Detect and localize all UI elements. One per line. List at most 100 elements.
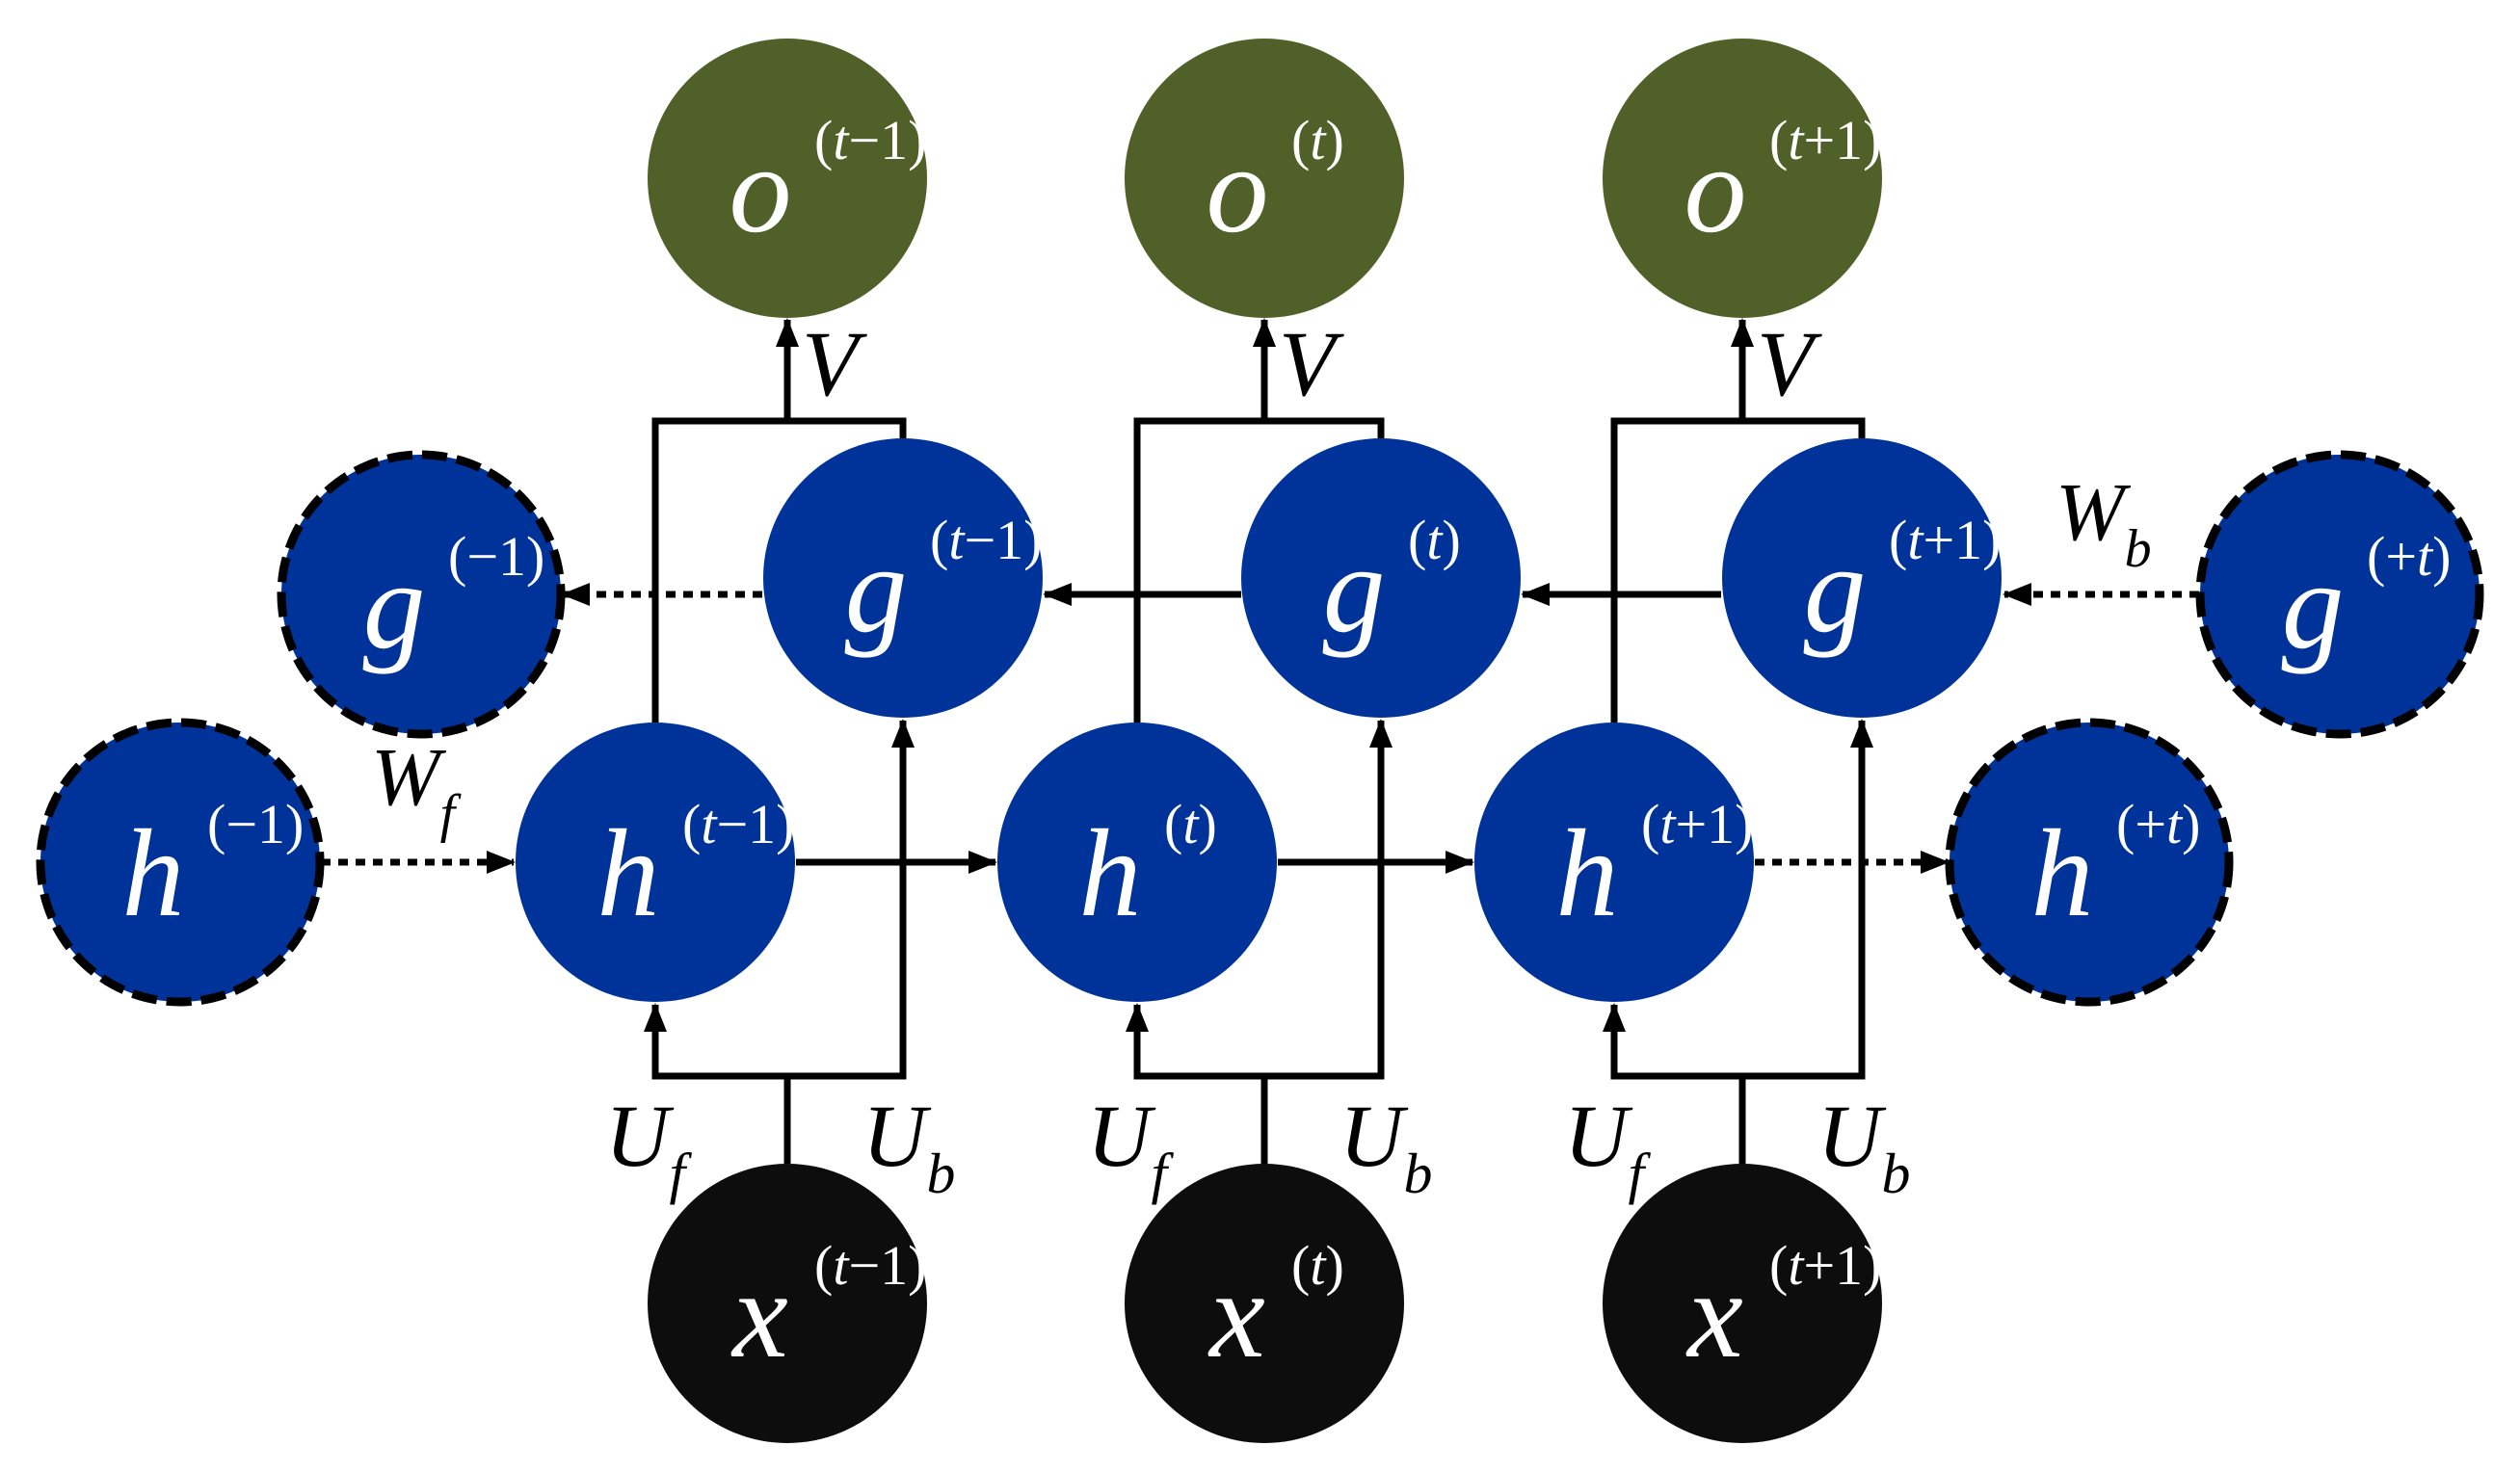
sup-rest: ) xyxy=(2432,525,2451,588)
uf-label-1-main: U xyxy=(1087,1087,1156,1185)
node-circle xyxy=(277,450,566,739)
sup-open: ( xyxy=(1641,793,1659,855)
uf-label-2: Uf xyxy=(1564,1087,1651,1205)
wf-label-main: W xyxy=(371,730,447,823)
node-base-letter: h xyxy=(2031,804,2094,943)
sup-open: ( xyxy=(1769,109,1788,171)
node-h-prev: h(t−1) xyxy=(516,723,795,1002)
node-superscript: (t+1) xyxy=(1769,109,1881,171)
node-circle xyxy=(997,723,1277,1002)
sup-rest: ) xyxy=(2182,793,2200,855)
node-g-next: g (t+1) xyxy=(1722,438,2002,718)
node-base-letter: o xyxy=(1207,120,1269,259)
sup-open: ( xyxy=(1291,1234,1310,1297)
node-superscript: (−1) xyxy=(207,793,304,855)
v-label-0-main: V xyxy=(802,312,867,415)
sup-open: ( xyxy=(1291,109,1310,171)
node-superscript: (t+1) xyxy=(1769,1234,1881,1297)
ub-label-2: Ub xyxy=(1817,1087,1910,1205)
node-base-letter: x xyxy=(1685,1246,1743,1384)
uf-label-2-sub: f xyxy=(1628,1142,1651,1205)
g-to-v-0 xyxy=(787,417,907,438)
node-circle xyxy=(1603,39,1882,318)
node-g-plus: g(+t) xyxy=(2195,450,2484,739)
ub-label-1-main: U xyxy=(1340,1087,1409,1185)
h-to-v-1 xyxy=(1133,417,1264,723)
sup-open: ( xyxy=(682,793,701,855)
node-base-letter: o xyxy=(1684,120,1747,259)
node-superscript: (t−1) xyxy=(930,509,1042,571)
node-superscript: (−1) xyxy=(448,525,544,588)
sup-var: t xyxy=(2417,525,2434,588)
node-base-letter: g xyxy=(1323,520,1386,659)
node-x-curr: x (t) xyxy=(1125,1164,1404,1443)
sup-open: (+ xyxy=(2116,793,2166,855)
sup-open: ( xyxy=(814,109,833,171)
uf-branch-1 xyxy=(1126,1003,1264,1080)
node-circle xyxy=(1125,39,1404,318)
sup-open: ( xyxy=(930,509,948,571)
node-base-letter: x xyxy=(730,1246,788,1384)
node-superscript: (t−1) xyxy=(682,793,794,855)
h-to-v-2 xyxy=(1610,417,1742,723)
node-base-letter: h xyxy=(1079,804,1142,943)
ub-branch-2 xyxy=(1742,719,1873,1080)
sup-rest: −1) xyxy=(848,1234,926,1297)
node-h-minus: h (−1) xyxy=(36,718,325,1007)
node-circle xyxy=(2195,450,2484,739)
node-superscript: (t−1) xyxy=(814,1234,926,1297)
node-superscript: (t) xyxy=(1291,1234,1344,1297)
g-to-v-2 xyxy=(1742,417,1866,438)
sup-var: t xyxy=(948,509,966,571)
sup-var: t xyxy=(1659,793,1677,855)
ub-label-1: Ub xyxy=(1340,1087,1432,1205)
node-base-letter: x xyxy=(1207,1246,1265,1384)
sup-rest: ) xyxy=(1325,1234,1343,1297)
sup-rest: +1) xyxy=(1675,793,1753,855)
sup-open: ( xyxy=(814,1234,833,1297)
ub-label-2-sub: b xyxy=(1881,1142,1910,1205)
wb-label-main: W xyxy=(2056,465,2132,558)
sup-var: t xyxy=(1182,793,1200,855)
v-label-1-main: V xyxy=(1279,312,1344,415)
v-label-2: V xyxy=(1757,312,1822,415)
nodes-layer: o(t−1)o(t)o(t+1)g(−1)g(t−1)g(t)g(t+1)g(+… xyxy=(36,39,2484,1443)
node-g-curr: g (t) xyxy=(1241,438,1521,718)
uf-branch-0 xyxy=(644,1003,787,1080)
node-superscript: (t) xyxy=(1291,109,1344,171)
sup-rest: +1) xyxy=(1803,109,1881,171)
node-superscript: (t) xyxy=(1408,509,1461,571)
node-circle xyxy=(1125,1164,1404,1443)
uf-label-1: Uf xyxy=(1087,1087,1174,1205)
sup-open: ( xyxy=(1408,509,1426,571)
v-label-2-main: V xyxy=(1757,312,1822,415)
sup-var: t xyxy=(833,109,850,171)
node-base-letter: h xyxy=(122,804,185,943)
node-o-next: o (t+1) xyxy=(1603,39,1882,318)
node-base-letter: g xyxy=(1804,520,1867,659)
node-circle xyxy=(648,39,927,318)
node-x-prev: x (t−1) xyxy=(648,1164,927,1443)
sup-var: t xyxy=(701,793,718,855)
sup-var: t xyxy=(2166,793,2184,855)
node-h-plus: h (+t) xyxy=(1945,718,2234,1007)
node-superscript: (+t) xyxy=(2367,525,2451,588)
node-superscript: (t+1) xyxy=(1889,509,2001,571)
g-to-v-1 xyxy=(1264,417,1385,438)
node-o-curr: o (t) xyxy=(1125,39,1404,318)
sup-rest: +1) xyxy=(1803,1234,1881,1297)
node-circle xyxy=(1722,438,2002,718)
node-g-prev: g (t−1) xyxy=(763,438,1043,718)
sup-var: t xyxy=(1310,1234,1327,1297)
ub-label-0: Ub xyxy=(862,1087,955,1205)
uf-branch-2 xyxy=(1603,1003,1742,1080)
uf-label-0-main: U xyxy=(605,1087,675,1185)
node-h-curr: h(t) xyxy=(997,723,1277,1002)
ub-label-1-sub: b xyxy=(1403,1142,1432,1205)
ub-branch-0 xyxy=(787,719,915,1080)
sup-open: (−1) xyxy=(207,793,304,855)
node-base-letter: g xyxy=(845,520,908,659)
node-superscript: (t+1) xyxy=(1641,793,1753,855)
wf-label: Wf xyxy=(371,730,462,844)
